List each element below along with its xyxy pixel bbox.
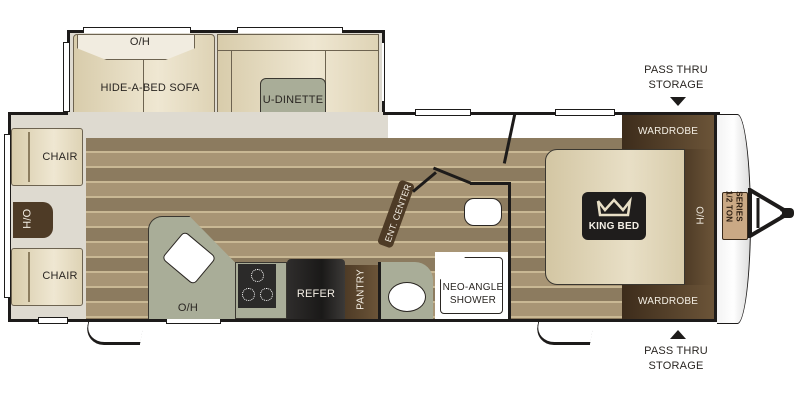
crown-icon (596, 196, 632, 217)
chair-bottom-label: CHAIR (42, 270, 78, 282)
bath-sink (388, 282, 426, 312)
wardrobe-bottom (622, 285, 714, 319)
shower-label-line2: SHOWER (449, 295, 497, 306)
dinette-label: U-DINETTE (262, 94, 324, 106)
burner-icon (242, 288, 255, 301)
chair-top-label: CHAIR (42, 151, 78, 163)
sofa-label: HIDE-A-BED SOFA (100, 82, 200, 94)
wardrobe-bottom-label: WARDROBE (637, 296, 699, 307)
pantry (345, 265, 378, 319)
wardrobe-top-label: WARDROBE (637, 126, 699, 137)
top-storage-label-line2: STORAGE (648, 79, 704, 91)
bed-overhead-label: O/H (693, 206, 705, 225)
pantry-label: PANTRY (355, 269, 367, 310)
badge-line2: SERIES (734, 191, 744, 222)
refer-label: REFER (296, 288, 336, 300)
kitchen-overhead-label: O/H (177, 302, 199, 314)
hitch-icon (748, 188, 794, 238)
rear-chair-bottom (11, 248, 83, 306)
main-body: CHAIR O/H CHAIR O/H REFER PANTRY ENT. CE… (4, 109, 720, 345)
wall-bottom (8, 319, 720, 322)
arrow-up-icon (670, 330, 686, 339)
bed-overhead (684, 149, 714, 285)
burner-icon (251, 269, 264, 282)
entry-door-rear[interactable] (83, 322, 145, 345)
wardrobe-top (622, 115, 714, 149)
wall-top-right (383, 112, 720, 115)
rear-chair-top (11, 128, 83, 186)
arrow-down-icon (670, 97, 686, 106)
sofa-overhead (77, 34, 195, 60)
shower-label-line1: NEO-ANGLE (442, 282, 504, 293)
neo-angle-shower (435, 252, 508, 319)
bottom-storage-label-line2: STORAGE (648, 360, 704, 372)
rear-overhead (13, 202, 53, 238)
refrigerator (287, 259, 345, 319)
badge-line1: 1/2 TON (724, 190, 734, 223)
half-ton-badge (722, 192, 748, 240)
rear-overhead-label: O/H (20, 208, 32, 230)
slideout-window-side-left (63, 42, 70, 112)
sofa-overhead-label: O/H (129, 36, 151, 48)
toilet (464, 198, 502, 226)
top-storage-label-line1: PASS THRU (644, 64, 708, 76)
king-bed-label: KING BED (588, 221, 640, 232)
burner-icon (260, 288, 273, 301)
bottom-storage-label-line1: PASS THRU (644, 345, 708, 357)
entry-door-front[interactable] (533, 322, 595, 345)
